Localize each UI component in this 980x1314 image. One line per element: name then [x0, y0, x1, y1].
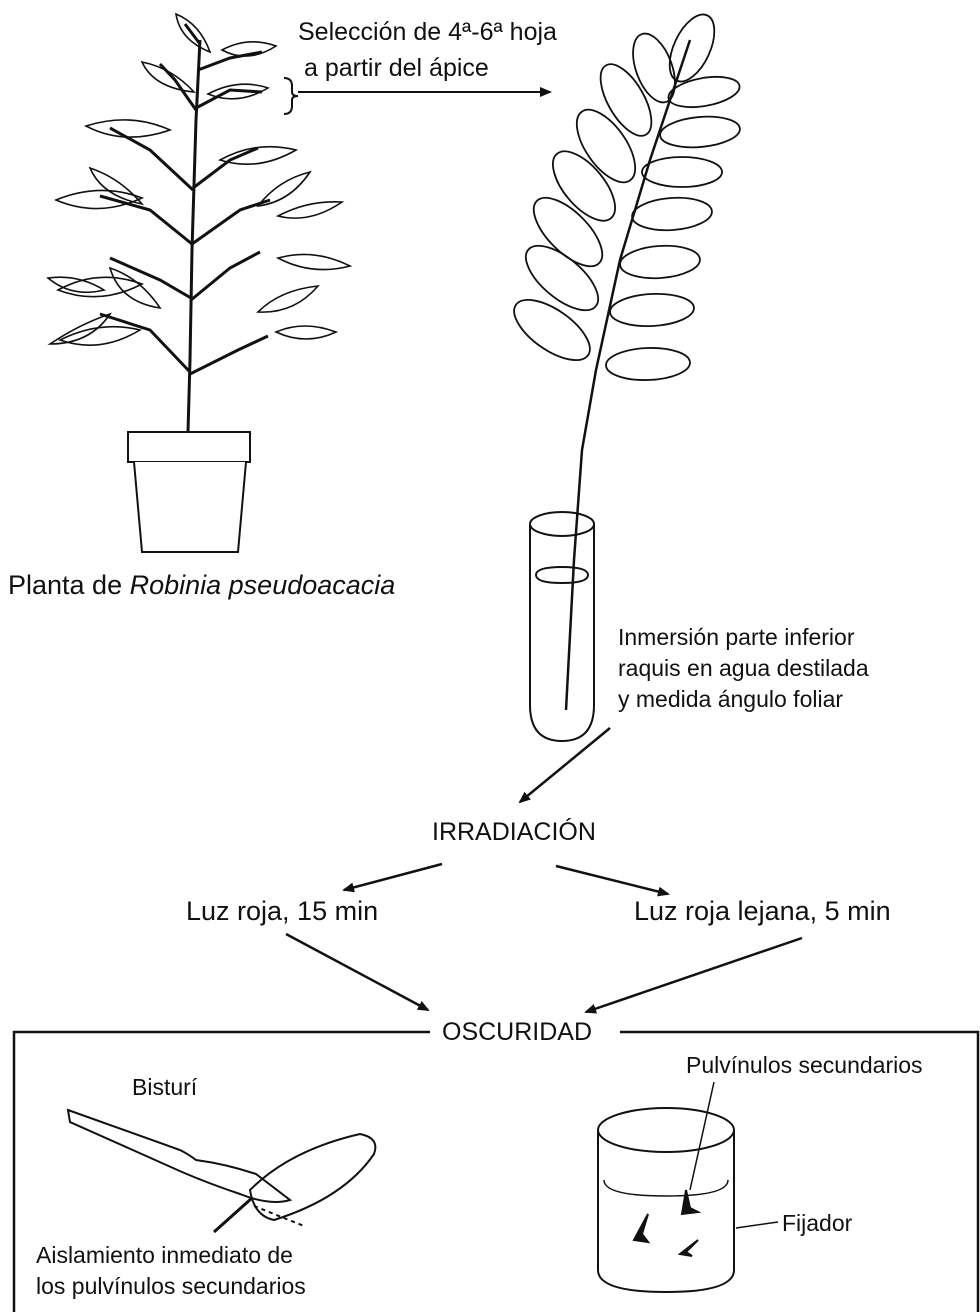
pulvinule-callout — [690, 1082, 714, 1190]
immersion-caption: Inmersión parte inferior raquis en agua … — [618, 622, 869, 715]
fixative-jar — [598, 1082, 778, 1292]
irradiation-label: IRRADIACIÓN — [432, 818, 596, 847]
fixative-callout — [736, 1222, 778, 1228]
plant-stem — [100, 24, 270, 432]
potted-plant-illustration — [48, 14, 350, 552]
secondary-pulvinules-label: Pulvínulos secundarios — [686, 1052, 923, 1079]
leaf-rachis — [566, 40, 690, 710]
darkness-label: OSCURIDAD — [436, 1018, 598, 1047]
selection-label: Selección de 4ª-6ª hoja — [298, 16, 557, 48]
plant-species-name: Robinia pseudoacacia — [130, 570, 396, 600]
scalpel-label: Bisturí — [132, 1074, 197, 1101]
selection-label-line2: a partir del ápice — [304, 52, 489, 84]
test-tube — [530, 512, 594, 741]
red-light-label: Luz roja, 15 min — [186, 896, 378, 927]
leaf-leaflets — [504, 8, 741, 382]
arrow-to-irradiation — [520, 728, 610, 802]
far-red-light-label: Luz roja lejana, 5 min — [634, 896, 891, 927]
plant-pot — [128, 432, 250, 552]
isolation-line-2: los pulvínulos secundarios — [36, 1271, 306, 1302]
flow-arrows — [286, 728, 802, 1012]
leaflet-on-bench — [250, 1134, 375, 1220]
plant-caption-prefix: Planta de — [8, 570, 122, 600]
immersion-line-1: Inmersión parte inferior — [618, 622, 869, 653]
plant-caption: Planta de Robinia pseudoacacia — [8, 570, 395, 601]
immersion-line-2: raquis en agua destilada — [618, 653, 869, 684]
water-surface — [536, 567, 588, 583]
immersion-line-3: y medida ángulo foliar — [618, 684, 869, 715]
arrow-far-red-to-darkness — [586, 938, 802, 1012]
pulvinule-pieces — [634, 1190, 698, 1256]
arrow-to-red-light — [344, 864, 442, 890]
isolation-line-1: Aislamiento inmediato de — [36, 1240, 306, 1271]
arrow-red-to-darkness — [286, 934, 428, 1010]
arrow-to-far-red-light — [556, 866, 668, 894]
scalpel-illustration — [68, 1110, 375, 1232]
isolation-caption: Aislamiento inmediato de los pulvínulos … — [36, 1240, 306, 1302]
fixative-label: Fijador — [782, 1210, 852, 1237]
